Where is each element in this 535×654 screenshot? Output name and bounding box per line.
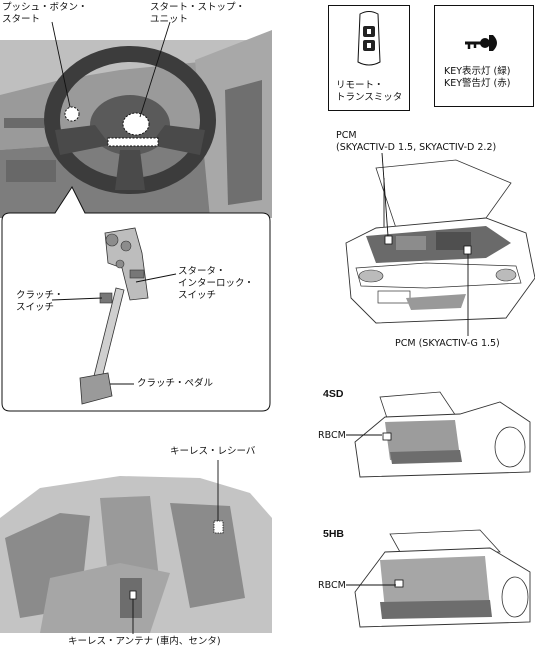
label-keyless-antenna: キーレス・アンテナ (車内、センタ) [68, 636, 221, 647]
label-keyless-receiver: キーレス・レシーバ [170, 446, 256, 457]
dashboard-illustration [0, 0, 272, 218]
label-starter-interlock-switch: スタータ・インターロック・スイッチ [178, 266, 254, 301]
label-start-stop-unit: スタート・ストップ・ユニット [150, 2, 246, 25]
sedan-trunk-illustration [350, 382, 535, 487]
label-rbcm-sd: RBCM [318, 430, 346, 441]
label-4sd: 4SD [323, 388, 344, 400]
rbcm-hb-leader [346, 584, 396, 586]
label-push-button-start: プッシュ・ボタン・スタート [2, 2, 88, 25]
label-clutch-switch: クラッチ・スイッチ [16, 290, 64, 313]
interior-drawing [0, 460, 272, 634]
label-key-indicator: KEY表示灯 (緑)KEY警告灯 (赤) [444, 66, 511, 89]
sedan-trunk-drawing [354, 391, 531, 478]
key-fob-icon [357, 11, 381, 66]
pedal-leaders [51, 273, 177, 385]
hatchback-trunk-drawing [354, 529, 531, 628]
remote-transmitter-box: リモート・トランスミッタ [328, 5, 410, 111]
hatchback-trunk-illustration [350, 522, 535, 632]
engine-leaders [381, 152, 469, 336]
interior-illustration [0, 458, 272, 634]
label-rbcm-hb: RBCM [318, 580, 346, 591]
label-remote-transmitter: リモート・トランスミッタ [336, 80, 403, 103]
label-pcm-gasoline: PCM (SKYACTIV-G 1.5) [395, 338, 500, 349]
label-pcm-diesel: PCM(SKYACTIV-D 1.5, SKYACTIV-D 2.2) [336, 130, 497, 153]
rbcm-sd-leader [346, 434, 382, 436]
label-clutch-pedal: クラッチ・ペダル [137, 378, 214, 389]
engine-bay-drawing [345, 159, 535, 324]
key-indicator-box: KEY表示灯 (緑)KEY警告灯 (赤) [434, 5, 534, 107]
label-5hb: 5HB [323, 528, 345, 540]
engine-bay-illustration [336, 158, 535, 330]
dashboard-drawing [0, 21, 272, 218]
key-lamp-icon [465, 35, 497, 51]
